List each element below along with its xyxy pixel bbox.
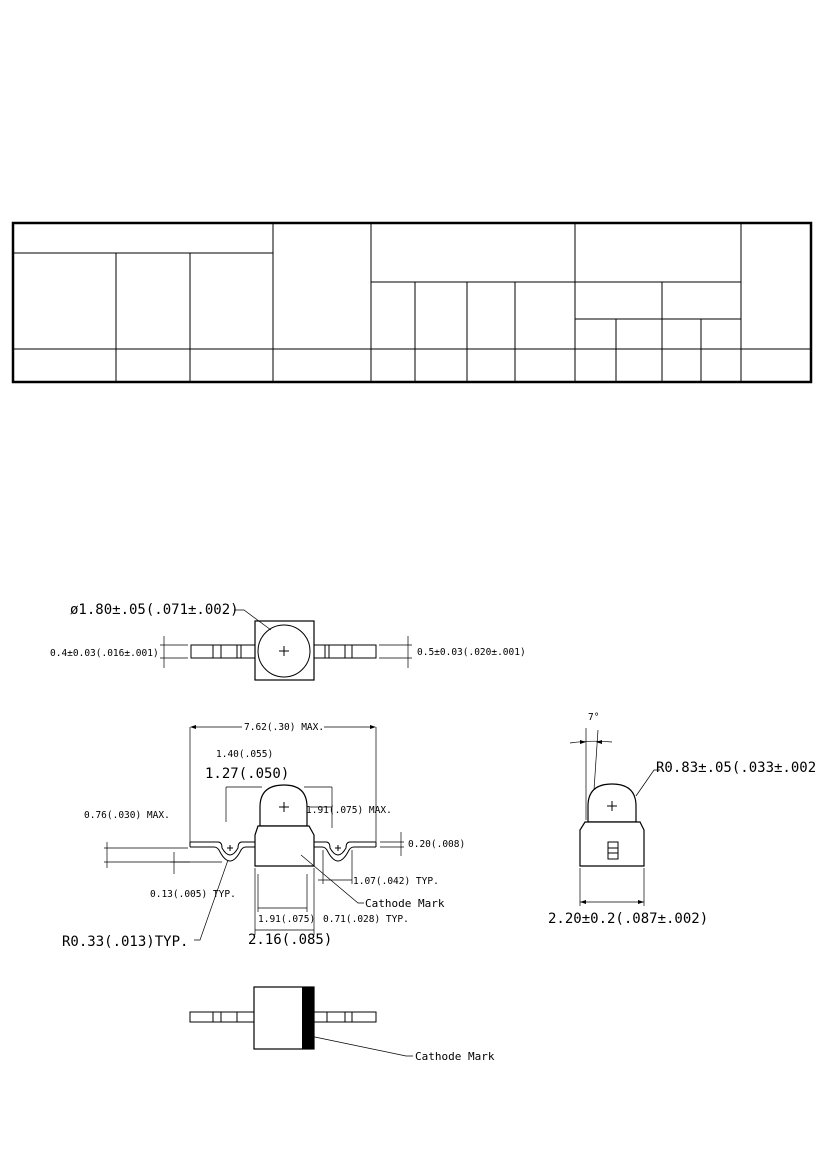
radius-0-33-label: R0.33(.013)TYP. [62,934,188,950]
dim-0-76-max-label: 0.76(.030) MAX. [84,810,170,821]
dim-0-13-typ-label: 0.13(.005) TYP. [150,889,236,900]
cathode-band [302,987,314,1049]
angle-7-label: 7° [588,712,599,723]
overall-length-label: 7.62(.30) MAX. [244,722,324,733]
side-view: 7.62(.30) MAX. 1.40(.055) 1.27(.050) 0.7… [62,722,465,950]
table-border [11,221,813,384]
dim-2-16-label: 2.16(.085) [248,932,332,948]
cathode-mark-bottom-label: Cathode Mark [415,1050,495,1063]
left-lead-thickness-label: 0.4±0.03(.016±.001) [50,648,159,659]
bottom-view: Cathode Mark [189,986,495,1063]
spec-table [11,221,813,384]
dim-1-91-max-label: 1.91(.075) MAX. [306,805,392,816]
radius-0-83-label: R0.83±.05(.033±.002 [656,760,816,776]
dim-1-27-label: 1.27(.050) [205,766,289,782]
cathode-mark-side-label: Cathode Mark [365,897,445,910]
lens-diameter-label: ø1.80±.05(.071±.002) [70,602,239,618]
dim-1-07-typ-label: 1.07(.042) TYP. [353,876,439,887]
dim-1-91-label: 1.91(.075) [258,914,315,925]
dim-0-71-typ-label: 0.71(.028) TYP. [323,914,409,925]
table-grid [13,223,811,382]
width-2-20-label: 2.20±0.2(.087±.002) [548,911,708,927]
right-lead-thickness-label: 0.5±0.03(.020±.001) [417,647,526,658]
top-view: ø1.80±.05(.071±.002) 0.4±0.03(.016±.001)… [50,602,526,681]
dim-0-20-label: 0.20(.008) [408,839,465,850]
dim-1-40-label: 1.40(.055) [216,749,273,760]
end-view: 7° R0.83±.05(.033±.002 2.20±0.2(.087±.00… [548,712,816,927]
